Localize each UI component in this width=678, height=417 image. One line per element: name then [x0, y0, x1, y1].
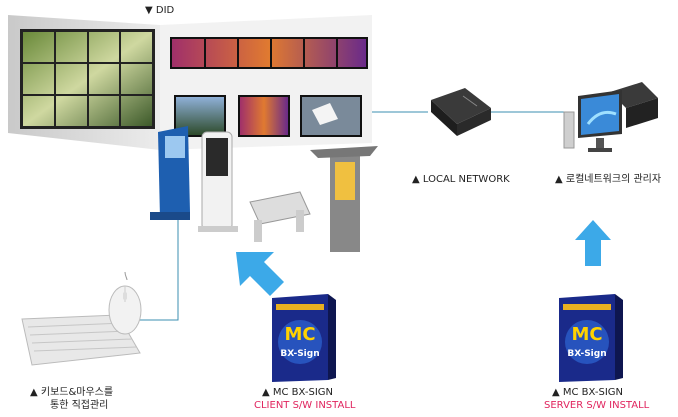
box-big-text: MC: [571, 324, 602, 345]
video-wall-icon: [8, 15, 372, 150]
did-label: ▼ DID: [145, 5, 175, 16]
mouse-icon: [108, 272, 142, 335]
kiosk-icon: [150, 126, 378, 252]
keyboard-icon: [21, 314, 141, 366]
admin-label: ▲ 로컬네트워크의 관리자: [555, 174, 662, 185]
box-small-text: BX-Sign: [567, 349, 606, 359]
box-small-text: BX-Sign: [280, 349, 319, 359]
pc-monitor-icon: [563, 82, 658, 152]
arrow-up-icon: [236, 252, 284, 296]
arrow-up-icon: [575, 220, 611, 266]
keyboard-label-1: ▲ 키보드&마우스를: [30, 387, 114, 398]
software-box-icon: MC BX-Sign: [272, 294, 336, 382]
software-box-icon: MC BX-Sign: [559, 294, 623, 382]
server-label-1: ▲ MC BX-SIGN: [552, 387, 624, 398]
local-network-label: ▲ LOCAL NETWORK: [412, 174, 510, 185]
keyboard-label-2: 통한 직접관리: [50, 400, 109, 411]
server-label-2: SERVER S/W INSTALL: [544, 400, 650, 411]
router-icon: [431, 88, 491, 136]
client-label-2: CLIENT S/W INSTALL: [254, 400, 356, 411]
client-label-1: ▲ MC BX-SIGN: [262, 387, 334, 398]
box-big-text: MC: [284, 324, 315, 345]
